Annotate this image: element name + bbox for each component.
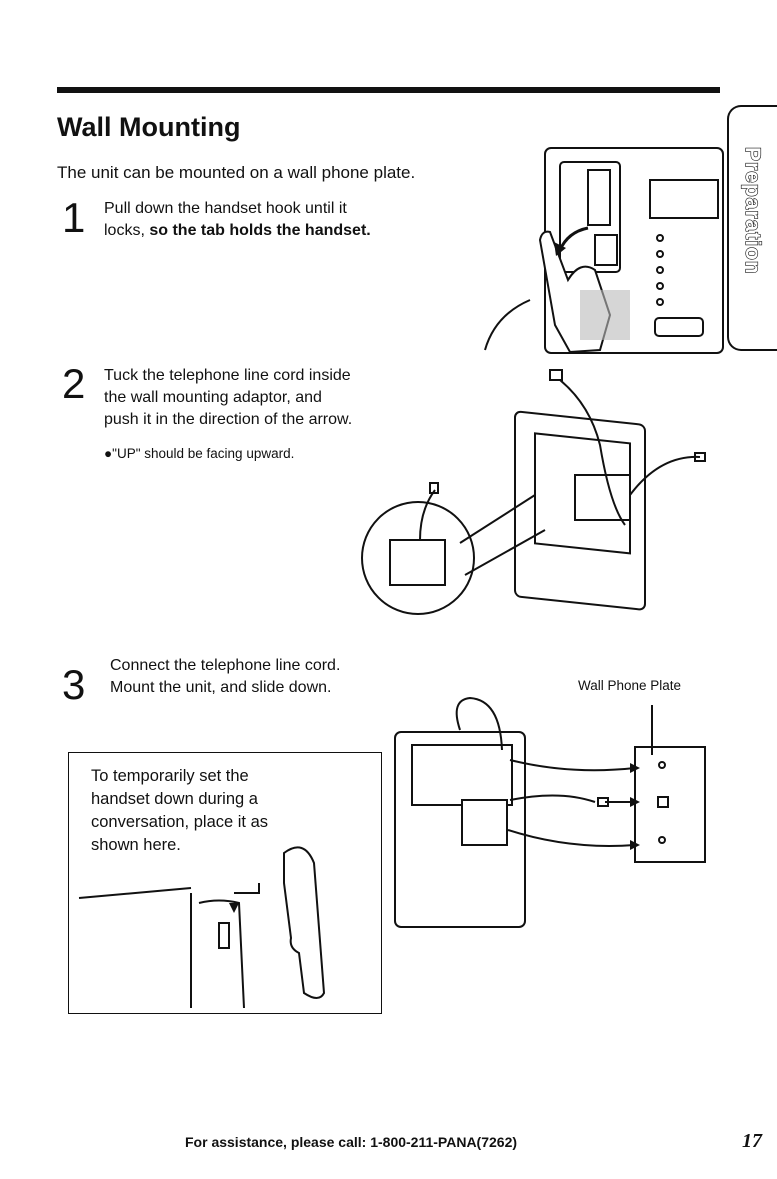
- step-2-line-3: push it in the direction of the arrow.: [104, 411, 353, 428]
- tip-line-4: shown here.: [91, 836, 181, 854]
- footer-assistance: For assistance, please call: 1-800-211-P…: [185, 1134, 518, 1150]
- step-3-line-1: Connect the telephone line cord.: [110, 657, 341, 674]
- tip-illustration: [78, 846, 326, 1009]
- step-2-line-1: Tuck the telephone line cord inside: [104, 367, 351, 384]
- step-1-line-2-plain: locks,: [104, 222, 145, 239]
- step-2-number: 2: [62, 360, 86, 407]
- wall-phone-plate-label: Wall Phone Plate: [578, 678, 682, 693]
- step-1-line-1: Pull down the handset hook until it: [104, 200, 347, 217]
- step-1-line-2: locks, so the tab holds the handset.: [104, 220, 371, 242]
- tip-text: To temporarily set the handset down duri…: [91, 765, 331, 857]
- step-2-line-2: the wall mounting adaptor, and: [104, 389, 322, 406]
- step-2-bullet: ●"UP" should be facing upward.: [104, 446, 295, 461]
- step-3-number: 3: [62, 661, 86, 708]
- page-number: 17: [742, 1130, 762, 1152]
- tip-box: To temporarily set the handset down duri…: [68, 752, 382, 1014]
- step-3-text: Connect the telephone line cord. Mount t…: [110, 655, 340, 699]
- section-title: Wall Mounting: [57, 112, 241, 142]
- section-intro: The unit can be mounted on a wall phone …: [57, 163, 416, 182]
- header-rule: [57, 87, 720, 93]
- tip-line-3: conversation, place it as: [91, 813, 269, 831]
- step-2-illustration: [361, 369, 706, 615]
- step-3-line-2: Mount the unit, and slide down.: [110, 679, 332, 696]
- step-1-illustration: [484, 147, 724, 354]
- step-1-number: 1: [62, 194, 86, 241]
- tip-line-2: handset down during a: [91, 790, 258, 808]
- step-3-illustration: [394, 696, 706, 928]
- step-1-line-2-bold: so the tab holds the handset.: [149, 222, 371, 239]
- side-tab-label: Preparation: [740, 146, 764, 275]
- side-tab-preparation: Preparation: [727, 105, 777, 351]
- step-1-text: Pull down the handset hook until it lock…: [104, 198, 371, 242]
- step-2-text: Tuck the telephone line cord inside the …: [104, 365, 352, 431]
- tip-line-1: To temporarily set the: [91, 767, 249, 785]
